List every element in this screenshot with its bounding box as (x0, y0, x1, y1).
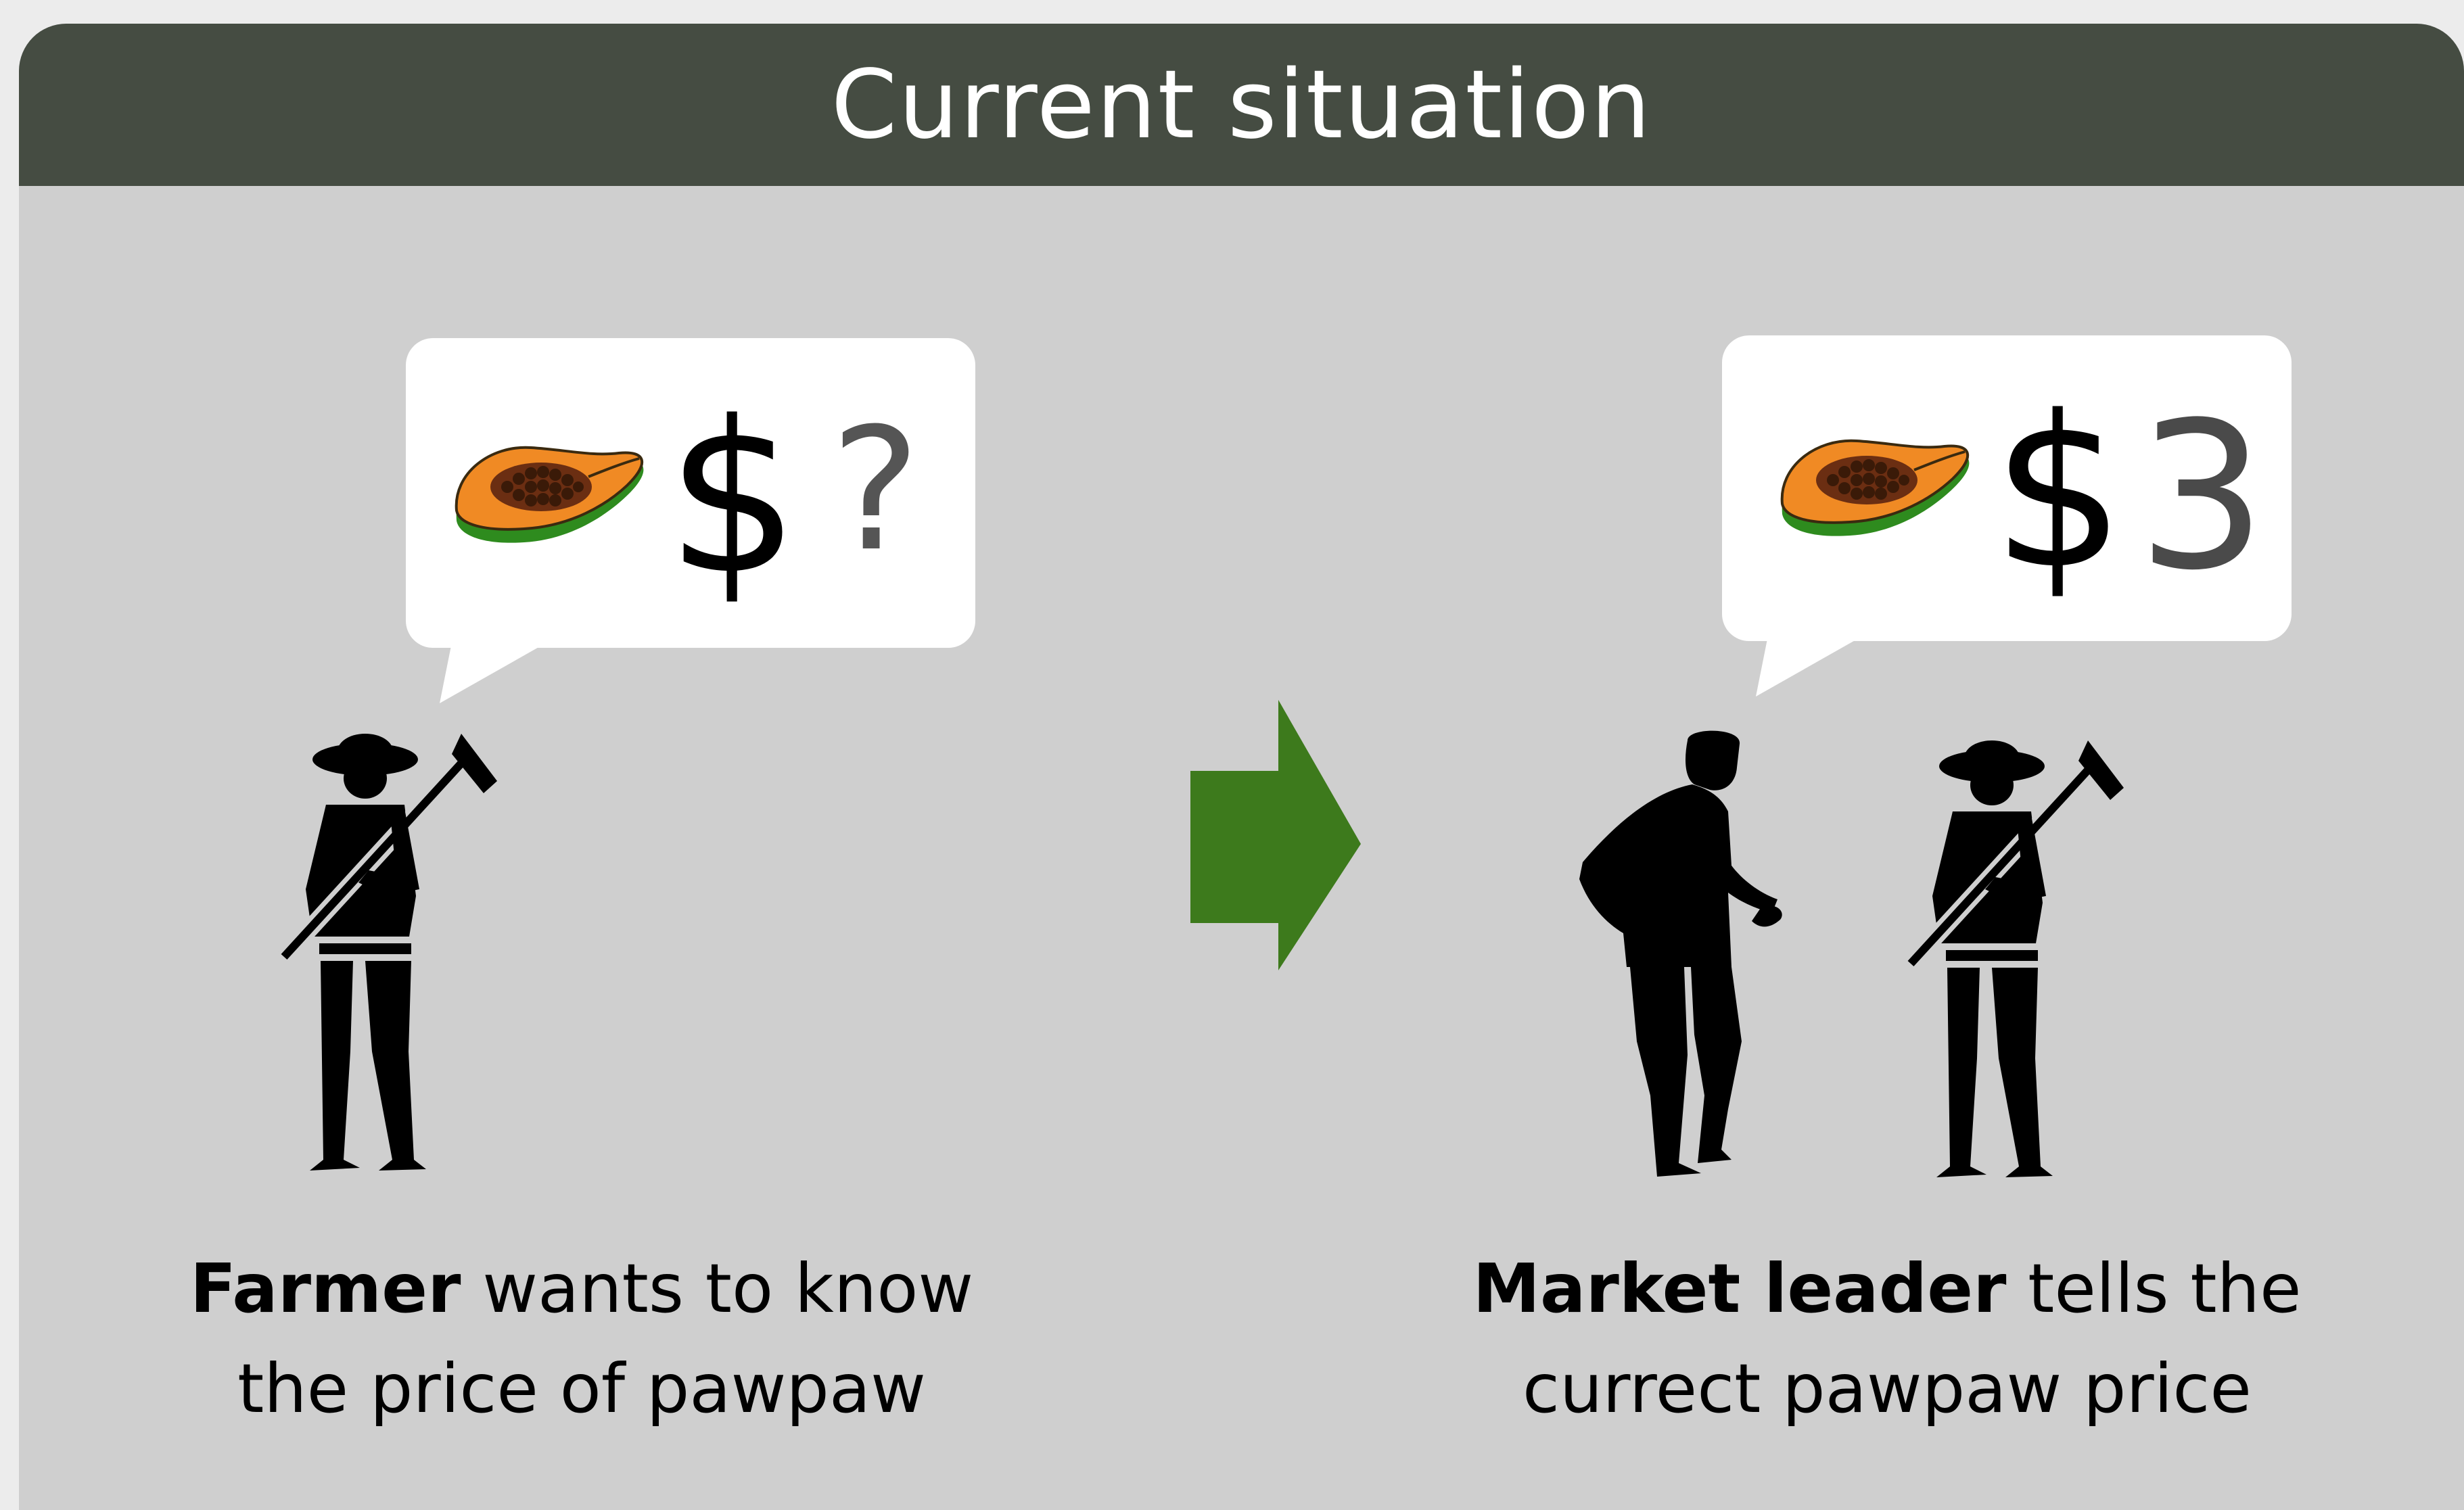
situation-panel: Current situation (19, 24, 2464, 1510)
farmer-icon (1911, 740, 2124, 1177)
farmer-icon (284, 734, 497, 1171)
price-unknown-label: ? (831, 392, 921, 588)
currency-symbol: $ (666, 377, 800, 621)
farmer-caption: Farmer wants to know the price of pawpaw (74, 1239, 1089, 1439)
farmer-caption-line2: the price of pawpaw (237, 1349, 926, 1428)
left-speech-bubble (406, 338, 975, 703)
market-leader-icon (1579, 730, 1782, 1177)
right-speech-bubble (1722, 335, 2292, 697)
price-value-label: 3 (2137, 379, 2267, 615)
market-leader-caption: Market leader tells the currect pawpaw p… (1380, 1239, 2394, 1439)
market-leader-caption-line2: currect pawpaw price (1522, 1349, 2252, 1428)
caption-bold: Farmer (189, 1249, 461, 1328)
page-title: Current situation (831, 49, 1652, 160)
caption-bold: Market leader (1472, 1249, 2007, 1328)
header-bar: Current situation (19, 24, 2464, 186)
caption-text: wants to know (461, 1249, 974, 1328)
farmer-caption-line1: Farmer wants to know (74, 1239, 1089, 1339)
market-leader-caption-line1: Market leader tells the (1380, 1239, 2394, 1339)
caption-text: tells the (2006, 1249, 2302, 1328)
currency-symbol: $ (1992, 371, 2126, 615)
right-arrow-icon (1190, 700, 1361, 970)
